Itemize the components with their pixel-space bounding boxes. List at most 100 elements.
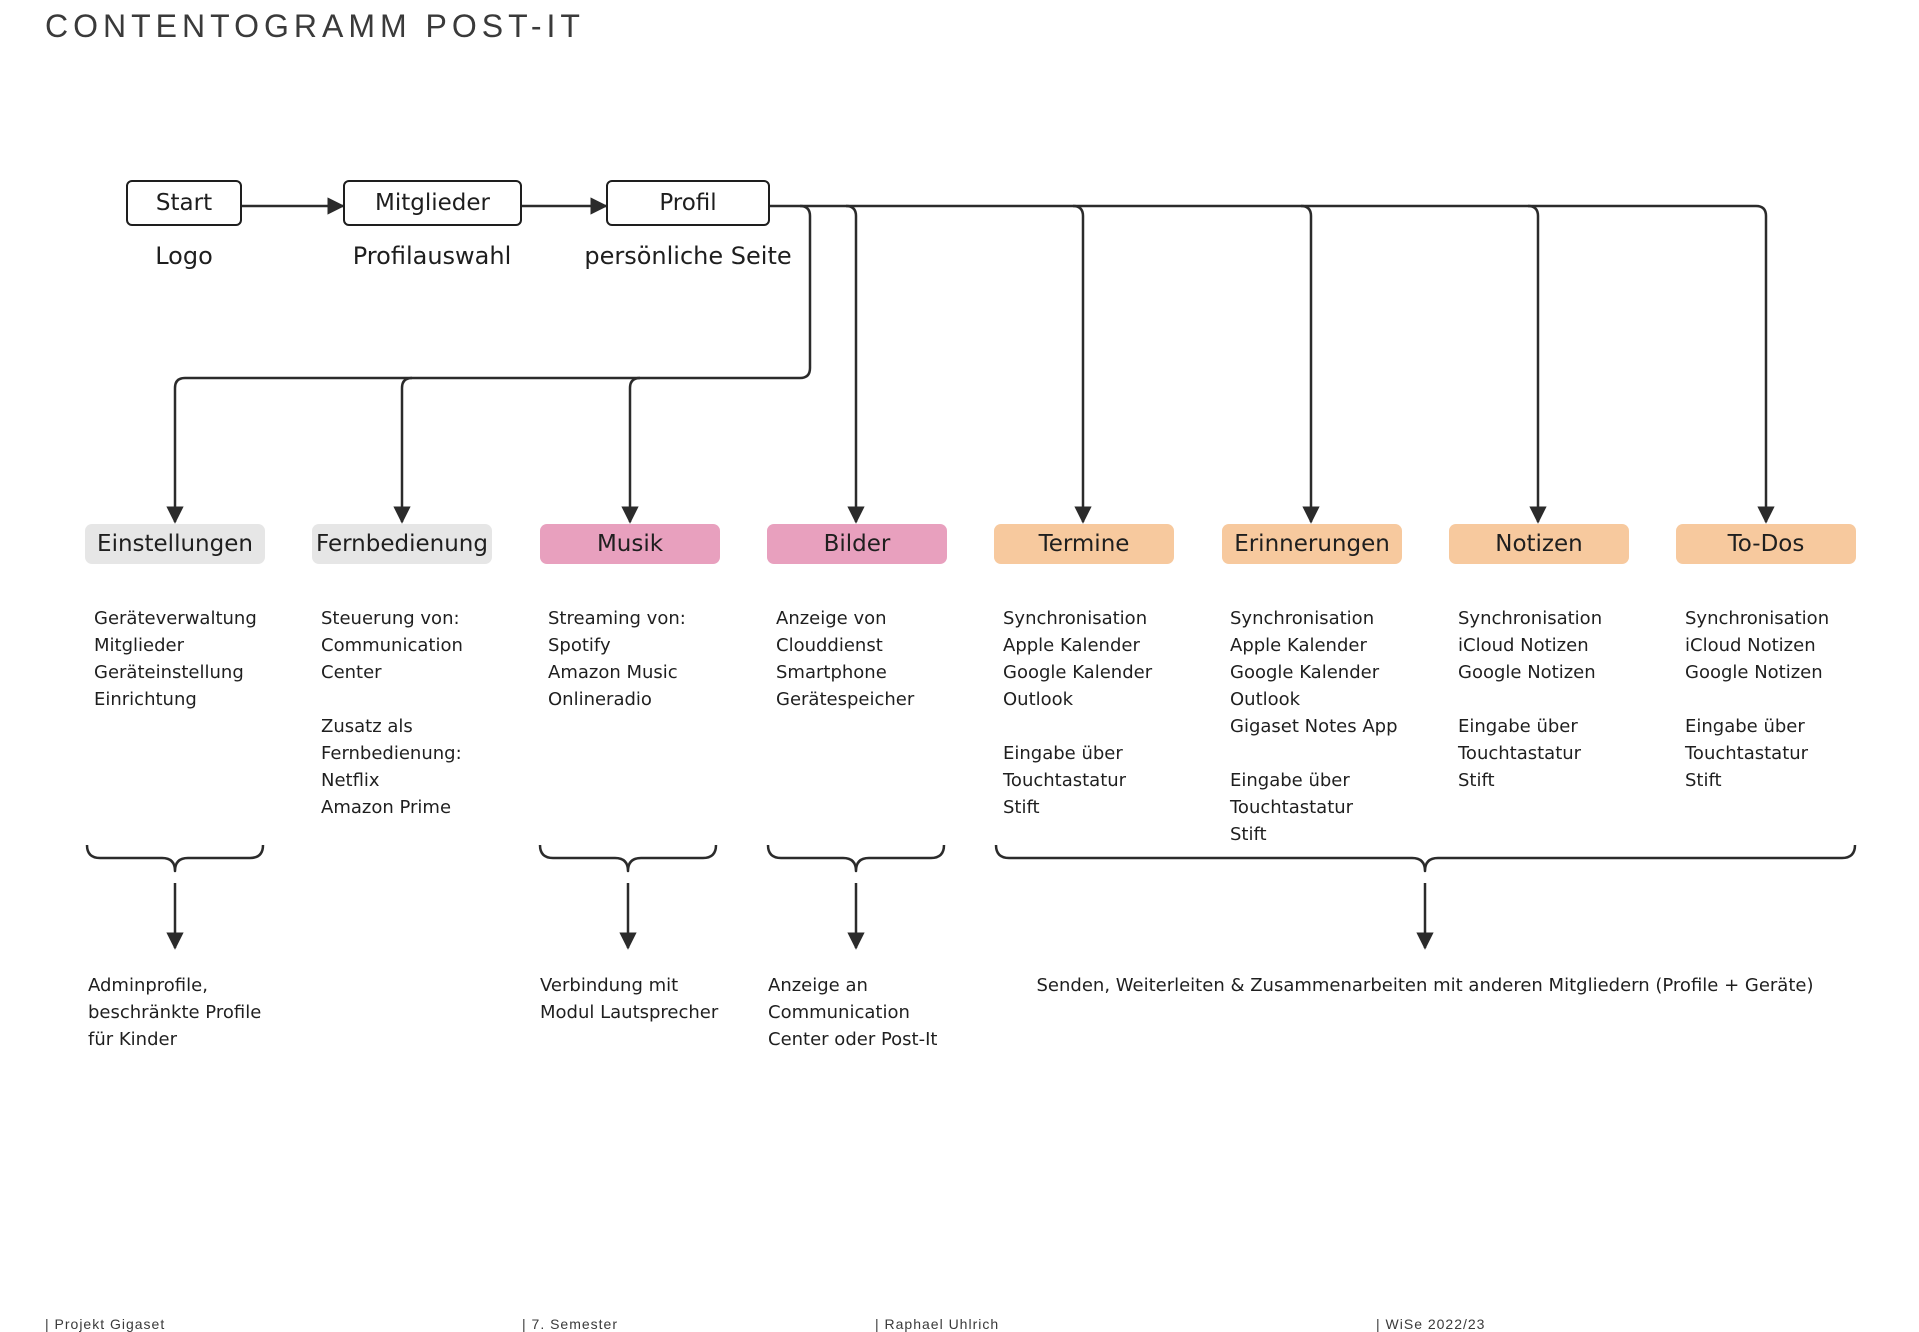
details-fernbedienung: Steuerung von: Communication Center Zusa… <box>321 605 541 821</box>
details-to-dos: Synchronisation iCloud Notizen Google No… <box>1685 605 1905 794</box>
detail-line: Amazon Prime <box>321 797 452 818</box>
detail-line: Spotify <box>548 635 611 656</box>
result-line: Verbindung mit <box>540 975 679 996</box>
detail-line: Gigaset Notes App <box>1230 716 1398 737</box>
detail-line: Einrichtung <box>94 689 197 710</box>
detail-line: Synchronisation <box>1458 608 1603 629</box>
detail-line: Stift <box>1003 797 1040 818</box>
category-erinnerungen: Erinnerungen <box>1222 524 1402 564</box>
detail-line: Fernbedienung: <box>321 743 462 764</box>
detail-line: Apple Kalender <box>1230 635 1367 656</box>
detail-line: Touchtastatur <box>1685 743 1809 764</box>
footer-semester: | 7. Semester <box>522 1316 619 1332</box>
arrow-to-musik <box>621 376 641 524</box>
detail-line: Synchronisation <box>1230 608 1375 629</box>
detail-line: Steuerung von: <box>321 608 460 629</box>
detail-line: Eingabe über <box>1685 716 1805 737</box>
flow-sub-profilauswahl: Profilauswahl <box>352 242 512 270</box>
arrow-to-erinnerungen <box>1300 204 1320 524</box>
detail-line: Stift <box>1458 770 1495 791</box>
details-termine: Synchronisation Apple Kalender Google Ka… <box>1003 605 1223 821</box>
detail-line: Anzeige von <box>776 608 887 629</box>
footer-project: | Projekt Gigaset <box>45 1316 166 1332</box>
flow-sub-logo: Logo <box>155 242 213 270</box>
result-organizer-group: Senden, Weiterleiten & Zusammenarbeiten … <box>1025 972 1825 999</box>
details-musik: Streaming von: Spotify Amazon Music Onli… <box>548 605 768 713</box>
details-erinnerungen: Synchronisation Apple Kalender Google Ka… <box>1230 605 1450 848</box>
detail-line: Smartphone <box>776 662 887 683</box>
category-to-dos: To-Dos <box>1676 524 1856 564</box>
result-line: Communication <box>768 1002 910 1023</box>
result-line: Senden, Weiterleiten & Zusammenarbeiten … <box>1036 975 1814 996</box>
arrow-to-termine <box>1072 204 1092 524</box>
result-line: Adminprofile, <box>88 975 208 996</box>
detail-line: Mitglieder <box>94 635 184 656</box>
result-line: beschränkte Profile <box>88 1002 262 1023</box>
detail-line: Stift <box>1230 824 1267 845</box>
detail-line: Gerätespeicher <box>776 689 915 710</box>
result-bilder: Anzeige an Communication Center oder Pos… <box>768 972 937 1053</box>
arrow-to-einstellungen <box>166 204 812 524</box>
detail-line <box>1003 713 1223 740</box>
detail-line: Google Notizen <box>1458 662 1596 683</box>
details-bilder: Anzeige von Clouddienst Smartphone Gerät… <box>776 605 996 713</box>
detail-line: Google Kalender <box>1230 662 1380 683</box>
arrow-to-to-dos <box>800 204 1775 524</box>
category-fernbedienung: Fernbedienung <box>312 524 492 564</box>
flow-box-mitglieder: Mitglieder <box>343 180 522 226</box>
result-einstellungen: Adminprofile, beschränkte Profile für Ki… <box>88 972 261 1053</box>
result-line: für Kinder <box>88 1029 177 1050</box>
category-bilder: Bilder <box>767 524 947 564</box>
flow-box-profil: Profil <box>606 180 770 226</box>
detail-line: Stift <box>1685 770 1722 791</box>
details-notizen: Synchronisation iCloud Notizen Google No… <box>1458 605 1678 794</box>
detail-line: iCloud Notizen <box>1685 635 1816 656</box>
detail-line <box>1685 686 1905 713</box>
detail-line: Clouddienst <box>776 635 883 656</box>
footer-author: | Raphael Uhlrich <box>875 1316 1000 1332</box>
category-notizen: Notizen <box>1449 524 1629 564</box>
detail-line: Apple Kalender <box>1003 635 1140 656</box>
detail-line: Synchronisation <box>1003 608 1148 629</box>
detail-line: Geräteverwaltung <box>94 608 257 629</box>
detail-line: Zusatz als <box>321 716 413 737</box>
detail-line: Center <box>321 662 382 683</box>
detail-line: Eingabe über <box>1458 716 1578 737</box>
detail-line <box>1230 740 1450 767</box>
detail-line: Onlineradio <box>548 689 652 710</box>
detail-line <box>1458 686 1678 713</box>
result-line: Center oder Post-It <box>768 1029 938 1050</box>
detail-line <box>321 686 541 713</box>
detail-line: Geräteinstellung <box>94 662 244 683</box>
detail-line: Touchtastatur <box>1458 743 1582 764</box>
arrow-to-notizen <box>1527 204 1547 524</box>
brace-organizer-group <box>994 844 1857 873</box>
detail-line: Synchronisation <box>1685 608 1830 629</box>
detail-line: Google Kalender <box>1003 662 1153 683</box>
flow-box-start: Start <box>126 180 242 226</box>
category-einstellungen: Einstellungen <box>85 524 265 564</box>
detail-line: iCloud Notizen <box>1458 635 1589 656</box>
brace-einstellungen <box>85 844 265 873</box>
page-title: CONTENTOGRAMM POST-IT <box>45 8 585 44</box>
detail-line: Netflix <box>321 770 380 791</box>
result-line: Modul Lautsprecher <box>540 1002 719 1023</box>
detail-line: Touchtastatur <box>1230 797 1354 818</box>
flow-sub-persoenliche-seite: persönliche Seite <box>584 242 792 270</box>
detail-line: Outlook <box>1230 689 1301 710</box>
detail-line: Eingabe über <box>1003 743 1123 764</box>
detail-line: Outlook <box>1003 689 1074 710</box>
arrow-to-bilder <box>845 204 865 524</box>
details-einstellungen: Geräteverwaltung Mitglieder Geräteinstel… <box>94 605 314 713</box>
brace-bilder <box>766 844 946 873</box>
detail-line: Communication <box>321 635 463 656</box>
footer-term: | WiSe 2022/23 <box>1376 1316 1486 1332</box>
result-line: Anzeige an <box>768 975 868 996</box>
arrow-to-fernbedienung <box>393 376 413 524</box>
brace-musik <box>538 844 718 873</box>
detail-line: Touchtastatur <box>1003 770 1127 791</box>
detail-line: Google Notizen <box>1685 662 1823 683</box>
category-musik: Musik <box>540 524 720 564</box>
category-termine: Termine <box>994 524 1174 564</box>
